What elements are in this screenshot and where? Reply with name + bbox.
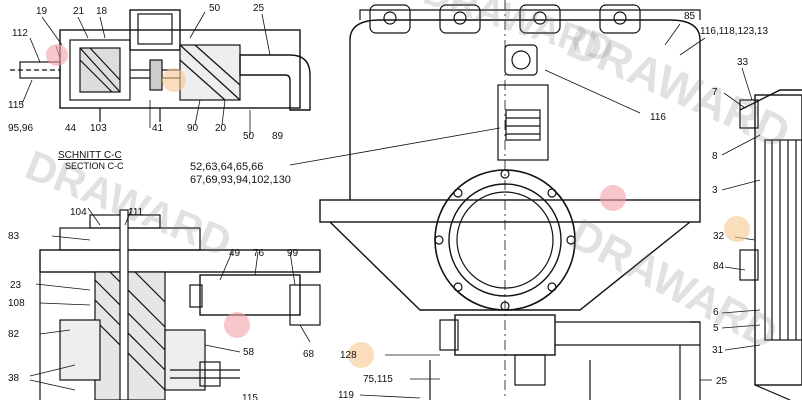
part-label-7: 7 [712, 87, 718, 98]
part-reference-line-1: 52,63,64,65,66 [190, 161, 264, 173]
part-label-76: 76 [253, 248, 265, 259]
part-label-82: 82 [8, 329, 20, 340]
part-label-116-118-123: 116,118,123,13 [700, 26, 769, 37]
part-label-6: 6 [713, 307, 719, 318]
part-label-44: 44 [65, 123, 77, 134]
part-label-75-115: 75,115 [363, 374, 393, 385]
part-label-89: 89 [272, 131, 284, 142]
section-subtitle: SECTION C-C [65, 161, 124, 171]
part-label-25: 25 [253, 3, 265, 14]
center-filter-housing [319, 0, 701, 400]
part-label-83: 83 [8, 231, 20, 242]
part-label-112: 112 [12, 28, 28, 39]
part-label-3: 3 [712, 185, 718, 196]
part-label-49: 49 [229, 248, 241, 259]
part-label-90: 90 [187, 123, 199, 134]
right-filter-element [739, 89, 802, 400]
part-label-116: 116 [650, 112, 666, 123]
part-label-18: 18 [96, 6, 108, 17]
part-label-99: 99 [287, 248, 299, 259]
part-label-41: 41 [152, 123, 164, 134]
part-label-58: 58 [243, 347, 255, 358]
part-label-38: 38 [8, 373, 20, 384]
section-cc-assembly [10, 9, 311, 122]
part-label-103: 103 [90, 123, 107, 134]
part-label-20: 20 [215, 123, 227, 134]
part-label-25: 25 [716, 376, 728, 387]
lower-left-assembly [39, 209, 321, 400]
part-label-115: 115 [242, 393, 258, 400]
hotspot-marker[interactable] [46, 44, 68, 66]
hotspot-marker[interactable] [724, 216, 750, 242]
hotspot-marker[interactable] [600, 185, 626, 211]
part-label-104: 104 [70, 207, 87, 218]
part-label-108: 108 [8, 298, 25, 309]
part-label-128: 128 [340, 350, 357, 361]
hotspot-marker[interactable] [224, 312, 250, 338]
part-label-5: 5 [713, 323, 719, 334]
hotspot-marker[interactable] [162, 68, 186, 92]
part-label-50: 50 [209, 3, 221, 14]
part-label-95-96: 95,96 [8, 123, 34, 134]
part-label-8: 8 [712, 151, 718, 162]
section-title: SCHNITT C-C [58, 150, 122, 161]
part-label-33: 33 [737, 57, 749, 68]
part-label-32: 32 [713, 231, 725, 242]
part-label-68: 68 [303, 349, 315, 360]
part-label-19: 19 [36, 6, 48, 17]
part-reference-line-2: 67,69,93,94,102,130 [190, 174, 291, 186]
part-label-31: 31 [712, 345, 724, 356]
part-label-21: 21 [73, 6, 85, 17]
leader-lines [21, 11, 761, 399]
part-label-119: 119 [338, 390, 354, 400]
part-label-50: 50 [243, 131, 255, 142]
part-label-23: 23 [10, 280, 22, 291]
part-label-85: 85 [684, 11, 696, 22]
part-label-84: 84 [713, 261, 725, 272]
part-label-115: 115 [8, 100, 24, 111]
hotspot-marker[interactable] [348, 342, 374, 368]
part-label-111: 111 [128, 207, 144, 218]
